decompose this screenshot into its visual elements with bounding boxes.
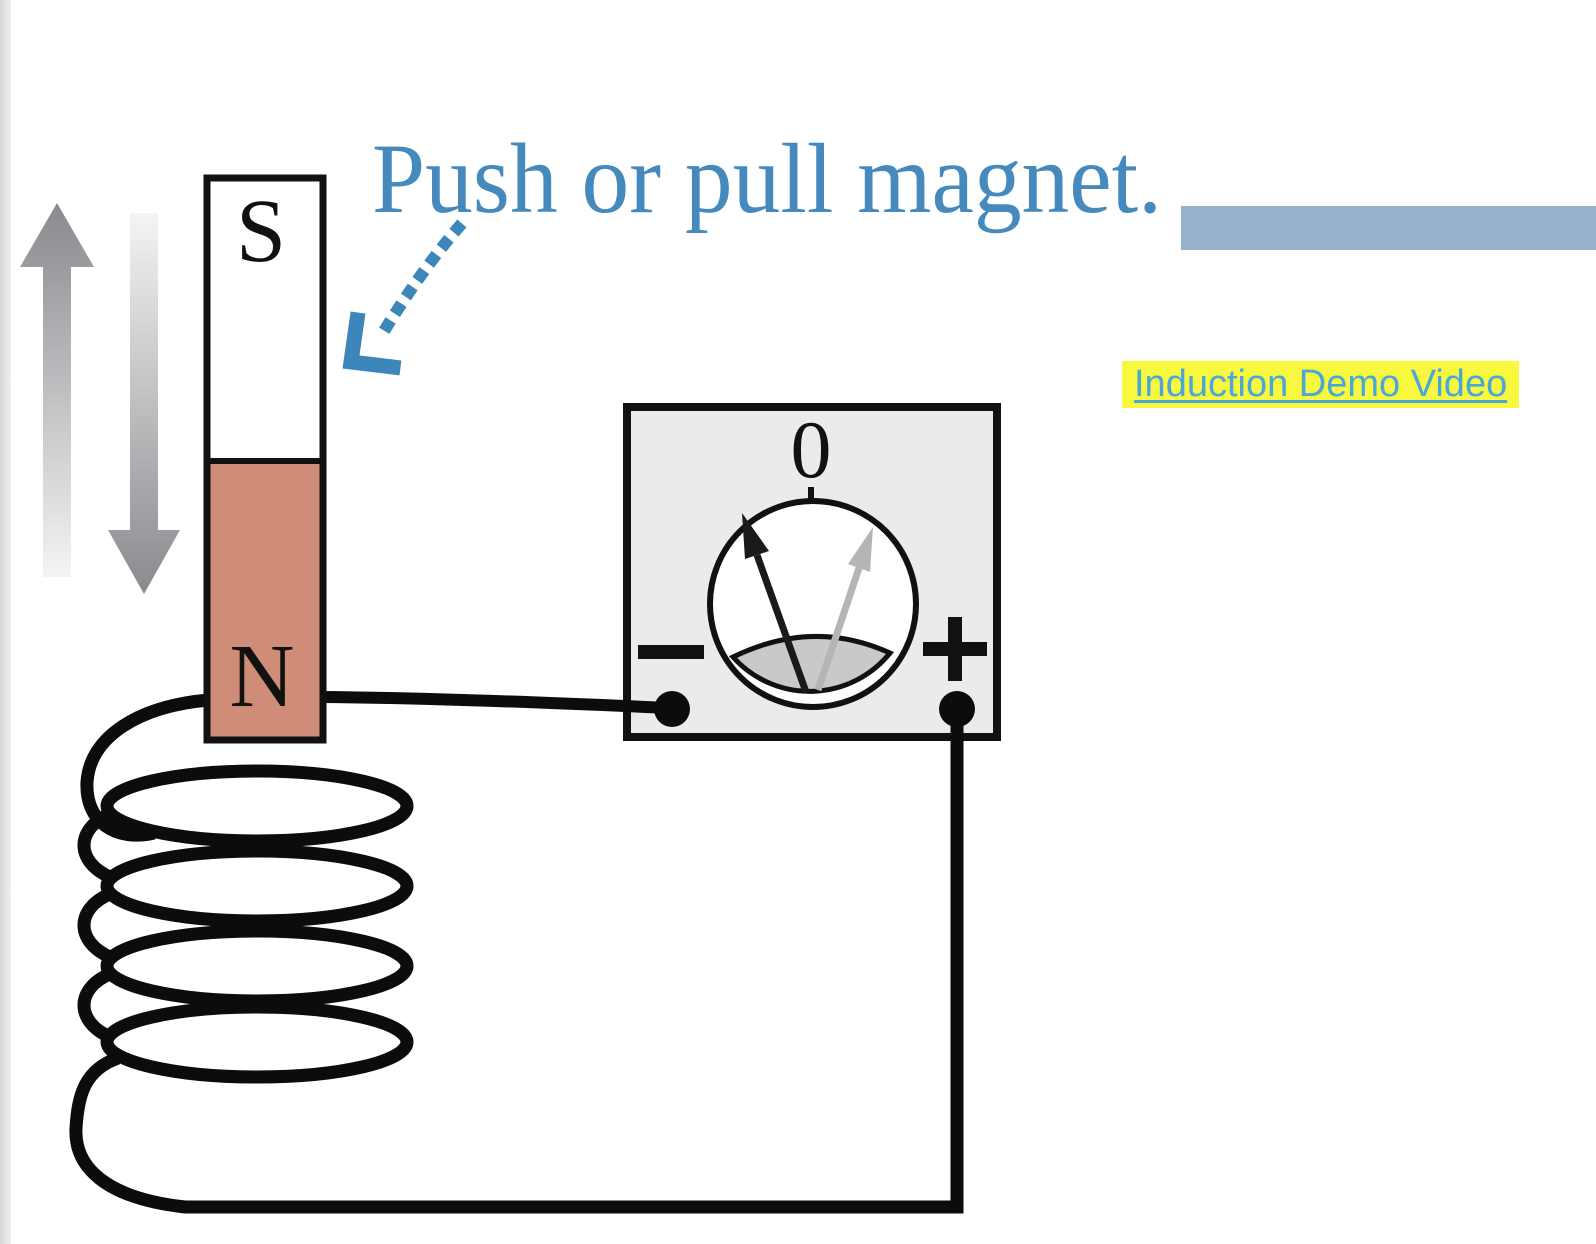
magnet-south-pole xyxy=(207,178,323,461)
dotted-arrow-head xyxy=(342,311,402,376)
galvanometer: 0 xyxy=(638,404,987,727)
meter-needle-primary xyxy=(742,513,810,694)
down-arrow-icon xyxy=(108,213,180,594)
meter-plus-label xyxy=(923,617,987,681)
meter-terminal-positive xyxy=(939,691,975,727)
wire-coil-to-meter xyxy=(69,712,964,1214)
bar-magnet: S N xyxy=(203,174,327,744)
meter-zero-label: 0 xyxy=(791,404,832,495)
coil-turn xyxy=(100,1000,414,1084)
accent-bar xyxy=(1181,206,1596,250)
coil-entry-turn xyxy=(80,693,210,842)
meter-terminal-negative xyxy=(654,691,690,727)
coil-turn xyxy=(100,844,414,928)
magnet-outline xyxy=(203,174,327,744)
up-arrow-icon xyxy=(20,203,94,577)
meter-scale-arc xyxy=(728,633,894,694)
coil-turn xyxy=(100,764,414,848)
dotted-arrow-icon xyxy=(342,219,467,376)
induction-demo-video-link[interactable]: Induction Demo Video xyxy=(1122,361,1520,408)
meter-minus-label xyxy=(638,645,704,659)
coil-link xyxy=(77,967,115,1044)
magnet-north-pole xyxy=(207,461,323,740)
coil-link xyxy=(77,887,115,964)
meter-needle-secondary xyxy=(814,527,873,692)
wire-magnet-to-meter xyxy=(322,691,669,714)
dotted-arrow-shaft xyxy=(372,219,467,345)
slide-edge-strip xyxy=(0,0,11,1244)
coil-link xyxy=(77,807,115,884)
circuit-wiring xyxy=(69,691,964,1214)
magnet-south-label: S xyxy=(236,182,286,281)
caption-push-pull: Push or pull magnet. xyxy=(372,123,1162,234)
magnet-north-label: N xyxy=(230,627,295,726)
coil-turn xyxy=(100,924,414,1008)
